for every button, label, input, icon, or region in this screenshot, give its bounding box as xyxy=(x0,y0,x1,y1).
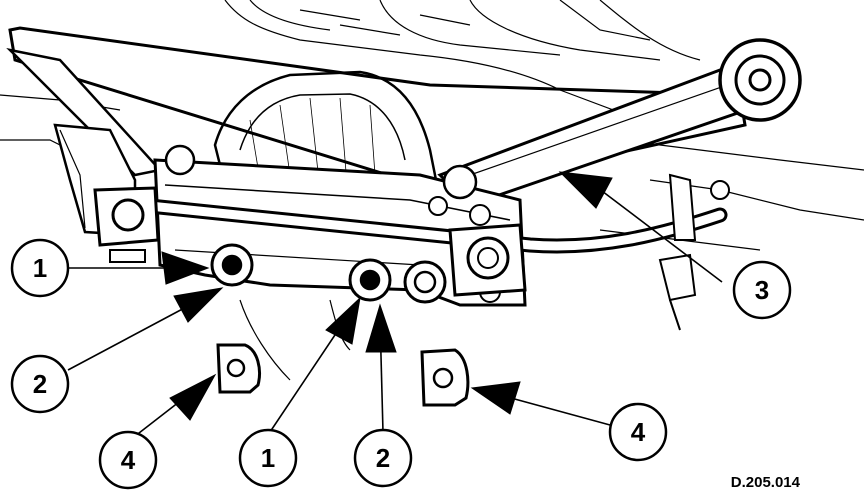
callout-4-right: 4 xyxy=(608,402,668,462)
clamp-plate-right xyxy=(420,348,470,407)
callout-4-left: 4 xyxy=(98,430,158,490)
callout-label: 2 xyxy=(33,369,47,399)
bolt-left xyxy=(210,243,254,287)
callout-2-left: 2 xyxy=(10,354,70,414)
arrowheads xyxy=(161,171,613,421)
bolt-center-2 xyxy=(403,260,447,304)
callout-3: 3 xyxy=(732,260,792,320)
callout-label: 4 xyxy=(631,417,646,447)
bolt-center-1 xyxy=(348,258,392,302)
stabilizer-bar xyxy=(132,197,728,254)
figure-reference-code: D.205.014 xyxy=(731,474,801,491)
callout-2-center: 2 xyxy=(353,428,413,488)
callout-label: 1 xyxy=(33,253,47,283)
arm-bushing xyxy=(718,38,802,122)
callout-label: 4 xyxy=(121,445,136,475)
stabilizer-clamp-left xyxy=(93,186,160,263)
callout-1-left: 1 xyxy=(10,238,70,298)
callout-label: 2 xyxy=(376,443,390,473)
callout-1-center: 1 xyxy=(238,428,298,488)
stabilizer-clamp-right xyxy=(448,204,527,297)
callout-label: 3 xyxy=(755,275,769,305)
drop-link xyxy=(658,173,730,331)
clamp-plate-left xyxy=(216,343,261,394)
callout-label: 1 xyxy=(261,443,275,473)
